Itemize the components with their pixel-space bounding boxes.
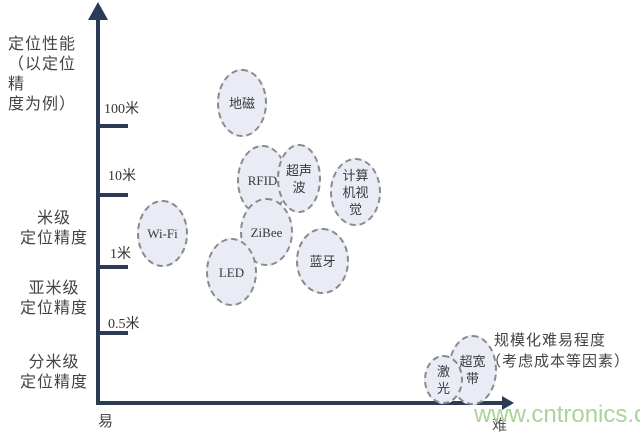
y-axis-arrow-icon	[88, 2, 108, 20]
tick-label-10m: 10米	[108, 169, 136, 184]
y-axis-line	[96, 14, 100, 405]
band-meter-level: 米级 定位精度	[14, 208, 94, 248]
band-label-line: 定位精度	[19, 372, 88, 391]
node-led: LED	[206, 238, 257, 306]
band-label-line: 定位精度	[19, 298, 88, 317]
node-bluetooth: 蓝牙	[296, 228, 349, 294]
x-axis-line	[96, 401, 504, 405]
y-axis-title-line: 度为例）	[8, 94, 77, 113]
band-label-line: 米级	[36, 208, 71, 227]
band-decimeter-level: 分米级 定位精度	[14, 352, 94, 392]
node-label: 超宽带	[459, 354, 486, 386]
watermark: www.cntronics.com	[474, 401, 640, 428]
node-label: 计算机视觉	[342, 167, 369, 217]
tick-100m	[98, 124, 128, 128]
node-label: 地磁	[228, 95, 255, 111]
x-axis-arrow-icon	[502, 396, 514, 410]
x-axis-title: 规模化难易程度 （考虑成本等因素）	[486, 330, 630, 372]
node-label: Wi-Fi	[147, 226, 178, 241]
node-laser: 激光	[424, 355, 463, 404]
tick-10m	[98, 193, 128, 197]
tick-label-1m: 1米	[110, 247, 131, 262]
tick-1m	[98, 265, 128, 269]
tick-0-5m	[98, 331, 128, 335]
node-zigbee: ZiBee	[240, 198, 293, 266]
node-geomagnetic: 地磁	[217, 69, 267, 137]
node-label: 蓝牙	[309, 253, 336, 269]
x-axis-title-line: 规模化难易程度	[494, 331, 607, 349]
band-label-line: 定位精度	[19, 228, 88, 247]
tick-label-0-5m: 0.5米	[108, 317, 140, 332]
y-axis-title: 定位性能 （以定位精 度为例）	[8, 34, 92, 114]
y-axis-title-line: （以定位精	[8, 54, 77, 93]
node-label: RFID	[247, 173, 278, 188]
band-label-line: 亚米级	[28, 278, 80, 297]
node-label: 超声波	[285, 162, 312, 195]
x-axis-end-label: 难	[492, 416, 508, 434]
band-label-line: 分米级	[28, 352, 80, 371]
x-axis-title-line: （考虑成本等因素）	[486, 352, 631, 370]
node-ultrasonic: 超声波	[277, 144, 321, 213]
node-computer-vision: 计算机视觉	[330, 158, 381, 226]
node-label: LED	[218, 264, 245, 280]
node-label: 激光	[436, 363, 450, 396]
tick-label-100m: 100米	[104, 102, 139, 117]
x-axis-start-label: 易	[98, 412, 114, 430]
band-submeter-level: 亚米级 定位精度	[14, 278, 94, 318]
node-label: ZiBee	[250, 224, 283, 240]
node-wifi: Wi-Fi	[137, 200, 188, 267]
y-axis-title-line: 定位性能	[8, 34, 77, 53]
